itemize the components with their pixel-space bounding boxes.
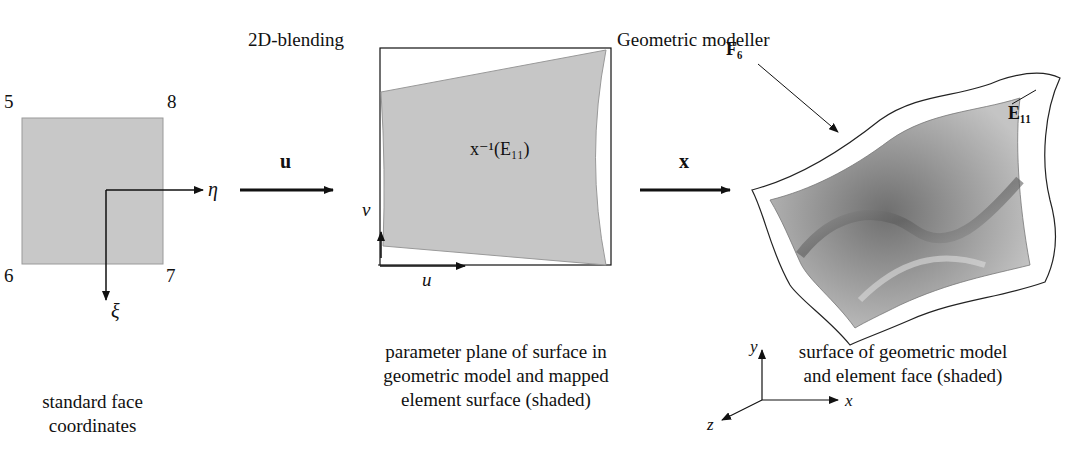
axis-name: y [750, 338, 758, 357]
axis-name: ξ [111, 300, 120, 322]
x-axis [762, 399, 838, 400]
map-arrow [240, 189, 333, 192]
parameter-plane [380, 48, 611, 265]
z-axis [722, 400, 762, 420]
u-axis [380, 265, 465, 267]
face-name: F₆ [726, 40, 742, 60]
axis-name: v [362, 200, 370, 221]
caption: parameter plane of surface in geometric … [380, 340, 612, 411]
map-name: 2D-blending [248, 30, 344, 51]
edge-name: E₁₁ [1008, 104, 1031, 124]
corner-number: 5 [4, 92, 14, 113]
y-axis [761, 350, 762, 400]
mapped-edge-name: x⁻¹(E₁₁) [470, 140, 529, 160]
eta-axis [106, 189, 203, 191]
leader-line [1012, 90, 1036, 104]
axis-name: η [208, 178, 218, 200]
axis-name: z [707, 416, 714, 435]
caption: surface of geometric model and element f… [785, 340, 1021, 388]
axis-name: x [845, 392, 853, 411]
v-axis [380, 232, 382, 258]
geometric-surface [752, 73, 1060, 345]
map-symbol: x [679, 150, 689, 172]
corner-number: 8 [167, 92, 177, 113]
xi-axis [105, 190, 107, 300]
standard-face [22, 118, 163, 264]
map-arrow [640, 189, 730, 192]
corner-number: 6 [4, 266, 14, 287]
leader-line [758, 64, 838, 132]
map-symbol: u [280, 150, 291, 172]
mapped-element [381, 50, 606, 265]
element-face [770, 98, 1030, 328]
map-name: Geometric modeller [617, 30, 769, 51]
axis-name: u [422, 270, 432, 291]
caption: standard face coordinates [10, 390, 175, 438]
corner-number: 7 [166, 266, 176, 287]
